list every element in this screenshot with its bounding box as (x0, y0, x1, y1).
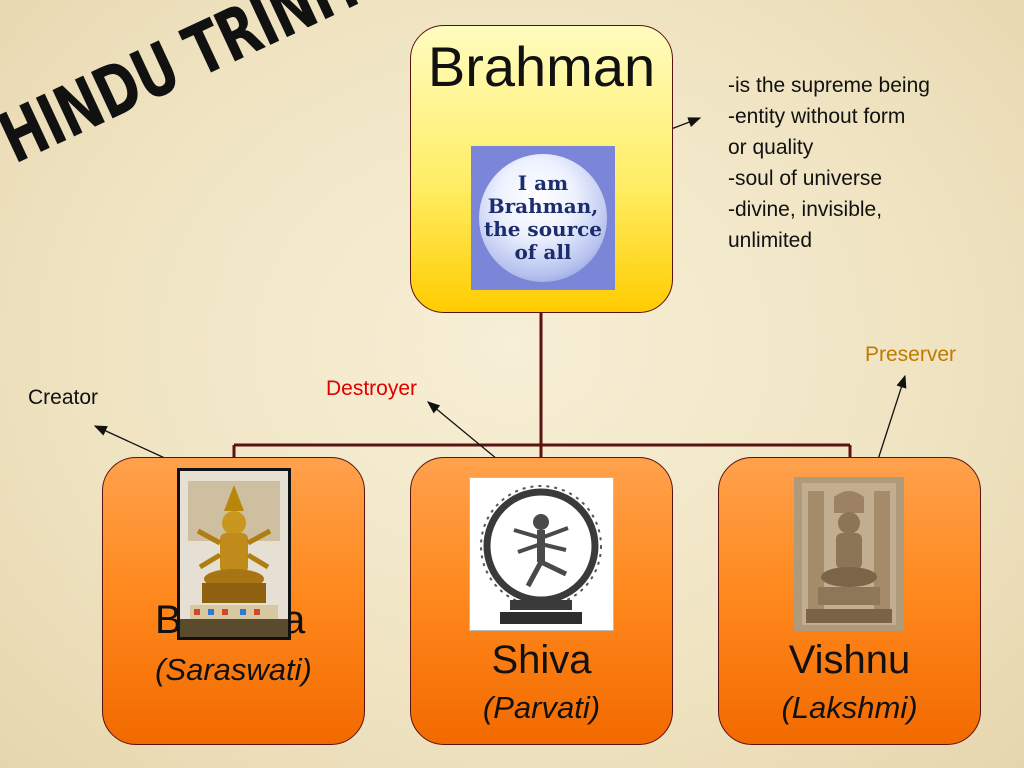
vishnu-statue-drawing (794, 477, 904, 631)
badge-line: I am (517, 171, 569, 195)
label-creator: Creator (28, 386, 99, 409)
brahman-box: Brahman I am Brahman, the source of all (410, 25, 673, 313)
brahman-description: -is the supreme being -entity without fo… (728, 70, 1008, 256)
description-line: -entity without form (728, 105, 906, 128)
description-line: or quality (728, 136, 814, 159)
label-preserver: Preserver (865, 343, 957, 366)
label-destroyer: Destroyer (326, 377, 418, 400)
nataraja-statue-icon (469, 477, 614, 631)
vishnu-name: Vishnu (788, 638, 911, 682)
brahma-statue-icon (177, 468, 291, 640)
shiva-name: Shiva (491, 638, 592, 682)
brahman-badge-icon: I am Brahman, the source of all (471, 146, 615, 290)
description-line: -is the supreme being (728, 74, 930, 97)
brahman-badge-text: I am Brahman, the source of all (479, 154, 607, 282)
brahma-consort: (Saraswati) (155, 652, 312, 687)
badge-line: Brahman, (487, 194, 599, 218)
brahma-statue-drawing (180, 471, 288, 637)
description-line: -soul of universe (728, 167, 883, 190)
vishnu-consort: (Lakshmi) (781, 690, 918, 725)
description-line: unlimited (728, 229, 813, 252)
brahman-name: Brahman (427, 35, 656, 98)
vishnu-statue-icon (794, 477, 904, 631)
badge-line: of all (514, 240, 572, 264)
description-line: -divine, invisible, (728, 198, 883, 221)
shiva-consort: (Parvati) (482, 690, 601, 725)
badge-line: the source (483, 217, 603, 241)
nataraja-drawing (480, 485, 602, 624)
